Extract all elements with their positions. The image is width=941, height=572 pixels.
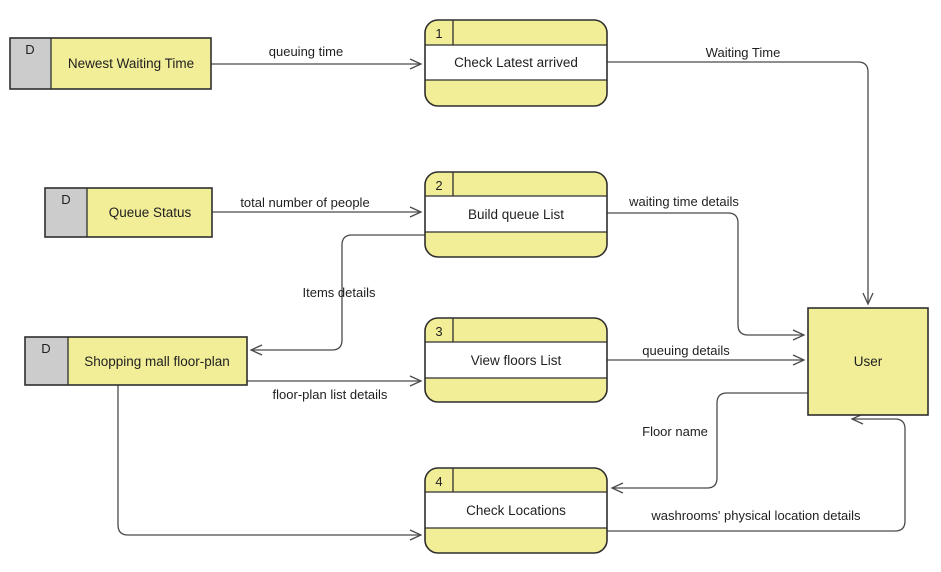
datastore-label: Newest Waiting Time — [68, 56, 194, 71]
flow-waiting-time-line — [607, 61, 868, 304]
process-2-build-queue-list: 2 Build queue List — [424, 171, 608, 258]
datastore-border — [24, 336, 248, 386]
flow-items-details-line — [251, 234, 425, 350]
process-number: 3 — [435, 324, 442, 339]
flow-total-number-of-people-label: total number of people — [240, 195, 369, 210]
process-border — [424, 19, 608, 107]
flow-floor-plan-list-details-label: floor-plan list details — [273, 387, 388, 402]
datastore-body-bg — [51, 38, 211, 89]
datastore-shopping-mall-floor-plan: D Shopping mall floor-plan — [24, 336, 248, 386]
process-number: 2 — [435, 178, 442, 193]
datastore-label: Queue Status — [109, 205, 192, 220]
external-entity-user: User — [807, 307, 929, 416]
process-body-bg — [425, 342, 607, 378]
datastore-body-bg — [68, 337, 247, 385]
entity-border — [807, 307, 929, 416]
process-1-check-latest-arrived: 1 Check Latest arrived — [424, 19, 608, 107]
process-number: 4 — [435, 474, 442, 489]
process-4-check-locations: 4 Check Locations — [424, 467, 608, 554]
datastore-border — [9, 37, 212, 90]
process-label: Check Latest arrived — [454, 55, 578, 70]
flow-waiting-time-details-label: waiting time details — [628, 194, 739, 209]
process-border — [424, 171, 608, 258]
flow-floorplan-to-check-locations-line — [117, 385, 421, 535]
datastore-newest-waiting-time: D Newest Waiting Time — [9, 37, 212, 90]
process-label: Build queue List — [468, 207, 564, 222]
datastore-body-bg — [87, 188, 212, 237]
flow-waiting-time-details-line — [607, 212, 804, 335]
flow-labels: queuing time Waiting Time total number o… — [240, 44, 861, 523]
flow-washrooms-location-label: washrooms' physical location details — [650, 508, 861, 523]
process-body-bg — [425, 492, 607, 528]
datastore-tag: D — [61, 192, 70, 207]
process-body-bg — [425, 196, 607, 232]
process-number: 1 — [435, 26, 442, 41]
datastore-border — [44, 187, 213, 238]
datastore-queue-status: D Queue Status — [44, 187, 213, 238]
process-3-view-floors-list: 3 View floors List — [424, 317, 608, 403]
entity-bg — [808, 308, 928, 415]
flow-lines — [117, 61, 906, 535]
flow-items-details-label: Items details — [303, 285, 376, 300]
flow-washrooms-location-line — [607, 419, 906, 532]
process-label: Check Locations — [466, 503, 566, 518]
datastore-label: Shopping mall floor-plan — [84, 354, 230, 369]
flow-queuing-details-label: queuing details — [642, 343, 730, 358]
flow-floor-name-label: Floor name — [642, 424, 708, 439]
process-label: View floors List — [471, 353, 562, 368]
process-border — [424, 317, 608, 403]
flow-queuing-time-label: queuing time — [269, 44, 343, 59]
datastore-tag: D — [25, 42, 34, 57]
process-border — [424, 467, 608, 554]
datastore-tag: D — [41, 341, 50, 356]
flow-floor-name-line — [612, 392, 808, 488]
flow-waiting-time-label: Waiting Time — [706, 45, 781, 60]
process-body-bg — [425, 45, 607, 80]
entity-label: User — [854, 354, 883, 369]
